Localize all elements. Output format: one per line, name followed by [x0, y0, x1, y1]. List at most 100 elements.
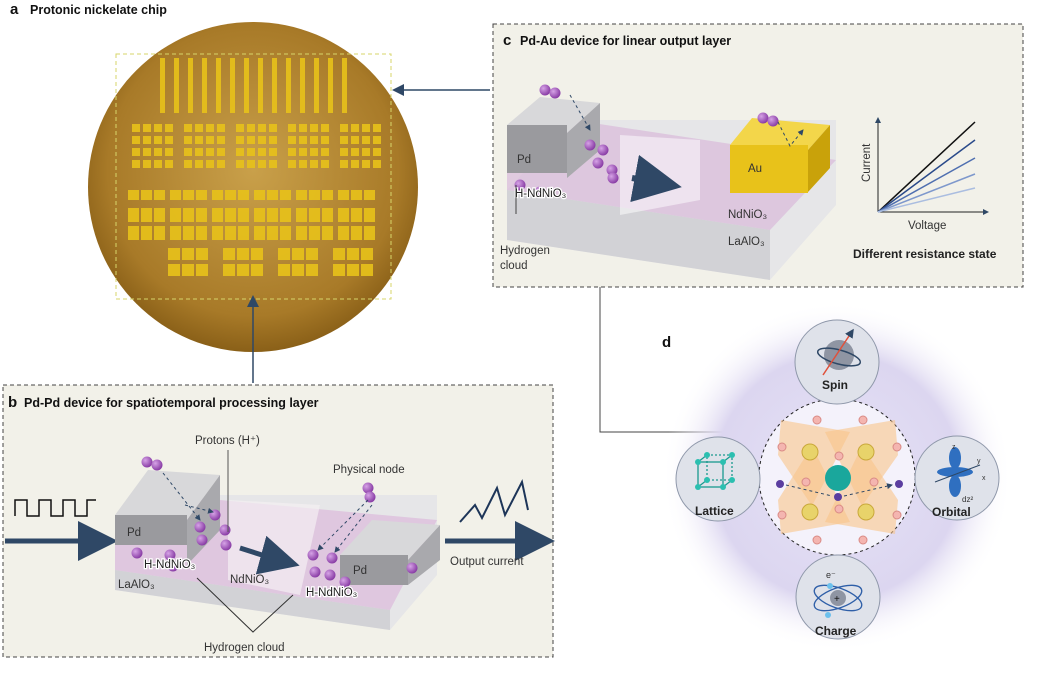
chip-pad — [340, 160, 348, 168]
proton — [514, 179, 526, 191]
a-site-cation — [825, 465, 851, 491]
axis-z: z — [952, 444, 956, 451]
chip-pad — [206, 148, 214, 156]
lattice-label: Lattice — [695, 504, 734, 518]
lattice-node: Lattice — [675, 436, 761, 522]
chip-pad — [196, 226, 207, 240]
plus-sign: + — [834, 594, 840, 605]
chip-pad — [288, 148, 296, 156]
chip-pad — [141, 190, 152, 200]
pd-right-label: Pd — [353, 565, 367, 577]
chip-pad — [267, 190, 278, 200]
chip-pad — [269, 148, 277, 156]
chip-pad — [296, 208, 307, 222]
proton — [167, 560, 179, 572]
chip-pad — [212, 208, 223, 222]
chip-pad — [183, 190, 194, 200]
h-ndnio3-left-label: H-NdNiO₃ — [144, 559, 196, 571]
chip-pad — [132, 136, 140, 144]
chip-pad — [351, 226, 362, 240]
chip-pad — [225, 226, 236, 240]
proton — [607, 172, 619, 184]
proton — [364, 491, 376, 503]
orbital-label: Orbital — [932, 505, 971, 519]
chip-pad — [288, 136, 296, 144]
proton — [324, 569, 336, 581]
chip-pad — [296, 226, 307, 240]
input-pulse-icon — [14, 499, 96, 517]
chip-pad — [217, 148, 225, 156]
physical-node-label: Physical node — [333, 464, 405, 476]
perovskite-structure — [776, 415, 903, 545]
chip-pad — [230, 58, 235, 113]
chip-pad — [351, 148, 359, 156]
panel-c-letter: c — [503, 32, 511, 49]
chip-pad — [364, 190, 375, 200]
chip-pad — [258, 136, 266, 144]
chip-pad — [342, 58, 347, 113]
protons — [514, 84, 779, 198]
chip-pad — [236, 136, 244, 144]
proton — [597, 144, 609, 156]
chip-pad — [299, 124, 307, 132]
chip-pad — [338, 208, 349, 222]
au-label: Au — [748, 163, 762, 175]
ndnio3-label: NdNiO₃ — [230, 574, 270, 586]
chip-pad — [237, 248, 249, 260]
chip-pad — [195, 124, 203, 132]
chip-pad — [338, 190, 349, 200]
chip-pad — [364, 208, 375, 222]
iv-line-2 — [877, 139, 976, 213]
chip-pad — [340, 136, 348, 144]
iv-caption: Different resistance state — [853, 247, 997, 261]
chip-pad — [351, 136, 359, 144]
proton — [196, 534, 208, 546]
proton — [606, 164, 618, 176]
chip-pad — [165, 148, 173, 156]
chip-pad — [254, 208, 265, 222]
chip-pad — [267, 208, 278, 222]
chip-pad — [321, 160, 329, 168]
chip-pad — [165, 160, 173, 168]
chip-pad — [206, 160, 214, 168]
chip-pad — [321, 148, 329, 156]
chip-pad — [310, 136, 318, 144]
chip-pad — [373, 148, 381, 156]
iv-line-1 — [877, 121, 976, 213]
chip-pad — [132, 160, 140, 168]
chip-pad — [174, 58, 179, 113]
x-axis-label: Voltage — [908, 220, 946, 232]
chip-pad — [309, 208, 320, 222]
chip-pad — [258, 160, 266, 168]
chip-pad — [160, 58, 165, 113]
chip-pad — [280, 226, 291, 240]
panel-b: b Pd-Pd device for spatiotemporal proces… — [2, 384, 555, 658]
h-ndnio3-label: H-NdNiO₃ — [515, 188, 567, 200]
chip-pad — [170, 226, 181, 240]
hydrogen-cloud-label: Hydrogen cloud — [204, 642, 285, 654]
chip-pad — [361, 248, 373, 260]
orbital-node: z y x dz² Orbital — [914, 435, 1000, 521]
chip-pad — [154, 190, 165, 200]
proton — [549, 87, 561, 99]
chip-pad — [351, 124, 359, 132]
chip-pad — [351, 160, 359, 168]
axis-x: x — [982, 475, 986, 482]
chip-pad — [165, 124, 173, 132]
chip-pad — [362, 160, 370, 168]
chip-pad — [338, 226, 349, 240]
output-current-wave-icon — [459, 479, 529, 523]
panel-a: a Protonic nickelate chip — [10, 1, 418, 352]
chip-pad — [267, 226, 278, 240]
chip-pad — [165, 136, 173, 144]
chip-pad — [258, 148, 266, 156]
proton — [584, 139, 596, 151]
iv-line-3 — [877, 157, 976, 213]
proton — [151, 459, 163, 471]
au-electrode — [730, 145, 808, 193]
chip-pad — [168, 264, 180, 276]
proton — [220, 539, 232, 551]
chip-pad — [280, 190, 291, 200]
proton — [326, 552, 338, 564]
chip-pad — [333, 264, 345, 276]
